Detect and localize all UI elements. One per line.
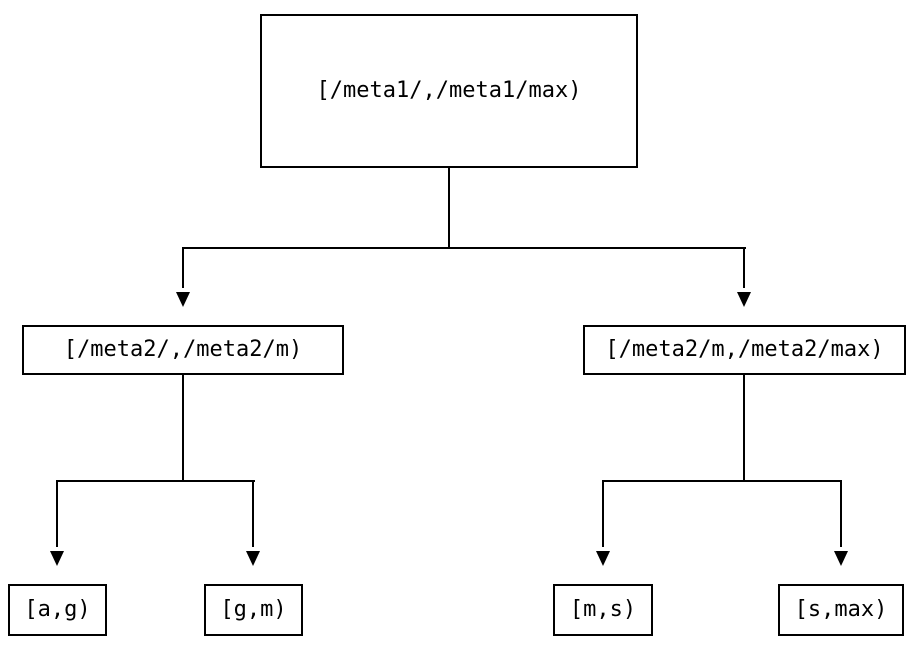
connector-right-subtree-crossbar [602, 480, 842, 482]
tree-leaf-m-s-label: [m,s) [569, 597, 637, 622]
arrow-down-icon [246, 551, 260, 566]
arrow-down-icon [596, 551, 610, 566]
arrow-down-icon [737, 292, 751, 307]
connector-leaf-a-g-drop [56, 480, 58, 547]
tree-leaf-g-m-label: [g,m) [220, 597, 287, 622]
arrow-down-icon [176, 292, 190, 307]
tree-node-root: [/meta1/,/meta1/max) [260, 14, 638, 168]
tree-node-right-label: [/meta2/m,/meta2/max) [605, 337, 884, 362]
tree-node-right: [/meta2/m,/meta2/max) [583, 325, 906, 375]
connector-left-node-stem [182, 375, 184, 482]
connector-leaf-g-m-drop [252, 480, 254, 547]
connector-root-stem [448, 168, 450, 249]
arrow-down-icon [834, 551, 848, 566]
connector-right-node-stem [743, 375, 745, 482]
connector-leaf-s-max-drop [840, 480, 842, 547]
tree-leaf-a-g: [a,g) [8, 584, 107, 636]
tree-leaf-a-g-label: [a,g) [24, 597, 91, 622]
connector-level1-crossbar [182, 247, 746, 249]
tree-node-left-label: [/meta2/,/meta2/m) [63, 337, 303, 362]
connector-leaf-m-s-drop [602, 480, 604, 547]
arrow-down-icon [50, 551, 64, 566]
tree-leaf-g-m: [g,m) [204, 584, 303, 636]
connector-level1-left-drop [182, 247, 184, 288]
tree-leaf-s-max-label: [s,max) [794, 597, 888, 622]
tree-node-root-label: [/meta1/,/meta1/max) [316, 78, 582, 103]
tree-leaf-s-max: [s,max) [778, 584, 904, 636]
connector-level1-right-drop [743, 247, 745, 288]
tree-node-left: [/meta2/,/meta2/m) [22, 325, 344, 375]
connector-left-subtree-crossbar [56, 480, 255, 482]
tree-leaf-m-s: [m,s) [553, 584, 653, 636]
